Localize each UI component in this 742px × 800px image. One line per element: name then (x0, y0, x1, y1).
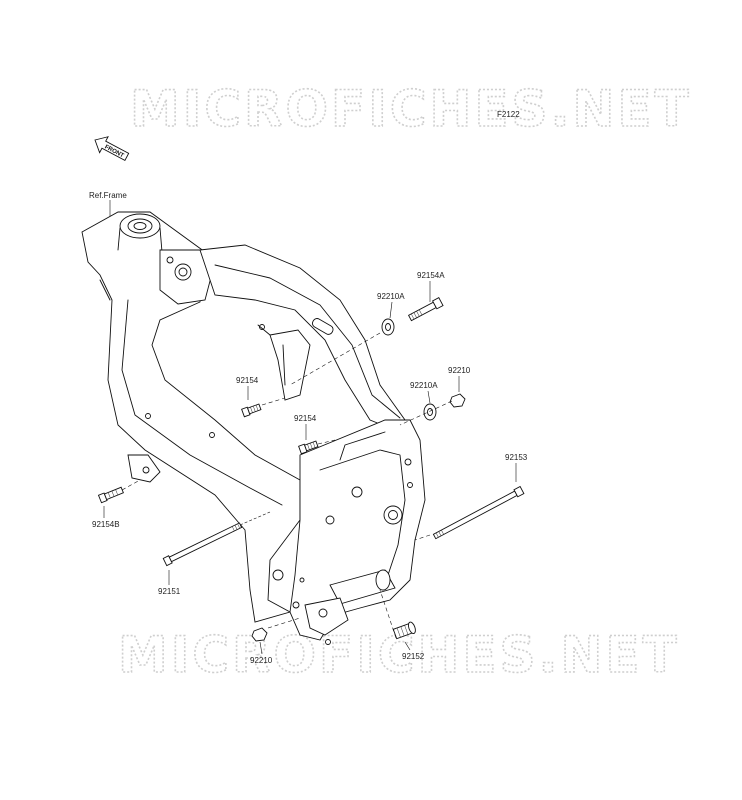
callout-92152: 92152 (402, 652, 425, 661)
assembly-lines (121, 332, 453, 639)
callout-92151: 92151 (158, 587, 181, 596)
watermark-top: MICROFICHES.NET (130, 80, 692, 138)
callout-92210a-top: 92210A (377, 292, 405, 301)
callout-92154b: 92154B (92, 520, 120, 529)
nut-92210-right-icon (449, 393, 466, 408)
collar-92210a-top-icon (381, 318, 395, 336)
callout-92154-mid: 92154 (294, 414, 317, 423)
bolt-92151-axis (239, 511, 271, 526)
callout-leaders (103, 281, 517, 655)
bolt-92154-left-icon (241, 403, 262, 418)
bolt-92153-icon (432, 485, 525, 540)
callout-92210-right: 92210 (448, 366, 471, 375)
bolt-92151-icon (162, 522, 243, 567)
callout-92153: 92153 (505, 453, 528, 462)
bushing-92152-icon (392, 621, 416, 640)
figure-code: F2122 (497, 110, 520, 119)
nut-92210-bottom-icon (251, 627, 268, 642)
callout-92154a: 92154A (417, 271, 445, 280)
motorcycle-frame (81, 211, 426, 645)
bolt-92154a-icon (407, 296, 444, 322)
bolt-92154b-icon (97, 486, 124, 504)
front-arrow-icon: FRONT (94, 136, 130, 162)
bolt-92154-mid-icon (298, 440, 319, 455)
callout-92154-left: 92154 (236, 376, 259, 385)
collar-92210a-mid-icon (423, 403, 437, 421)
callout-92210-bottom: 92210 (250, 656, 273, 665)
callout-92210a-mid: 92210A (410, 381, 438, 390)
ref-frame-label: Ref.Frame (89, 191, 127, 200)
